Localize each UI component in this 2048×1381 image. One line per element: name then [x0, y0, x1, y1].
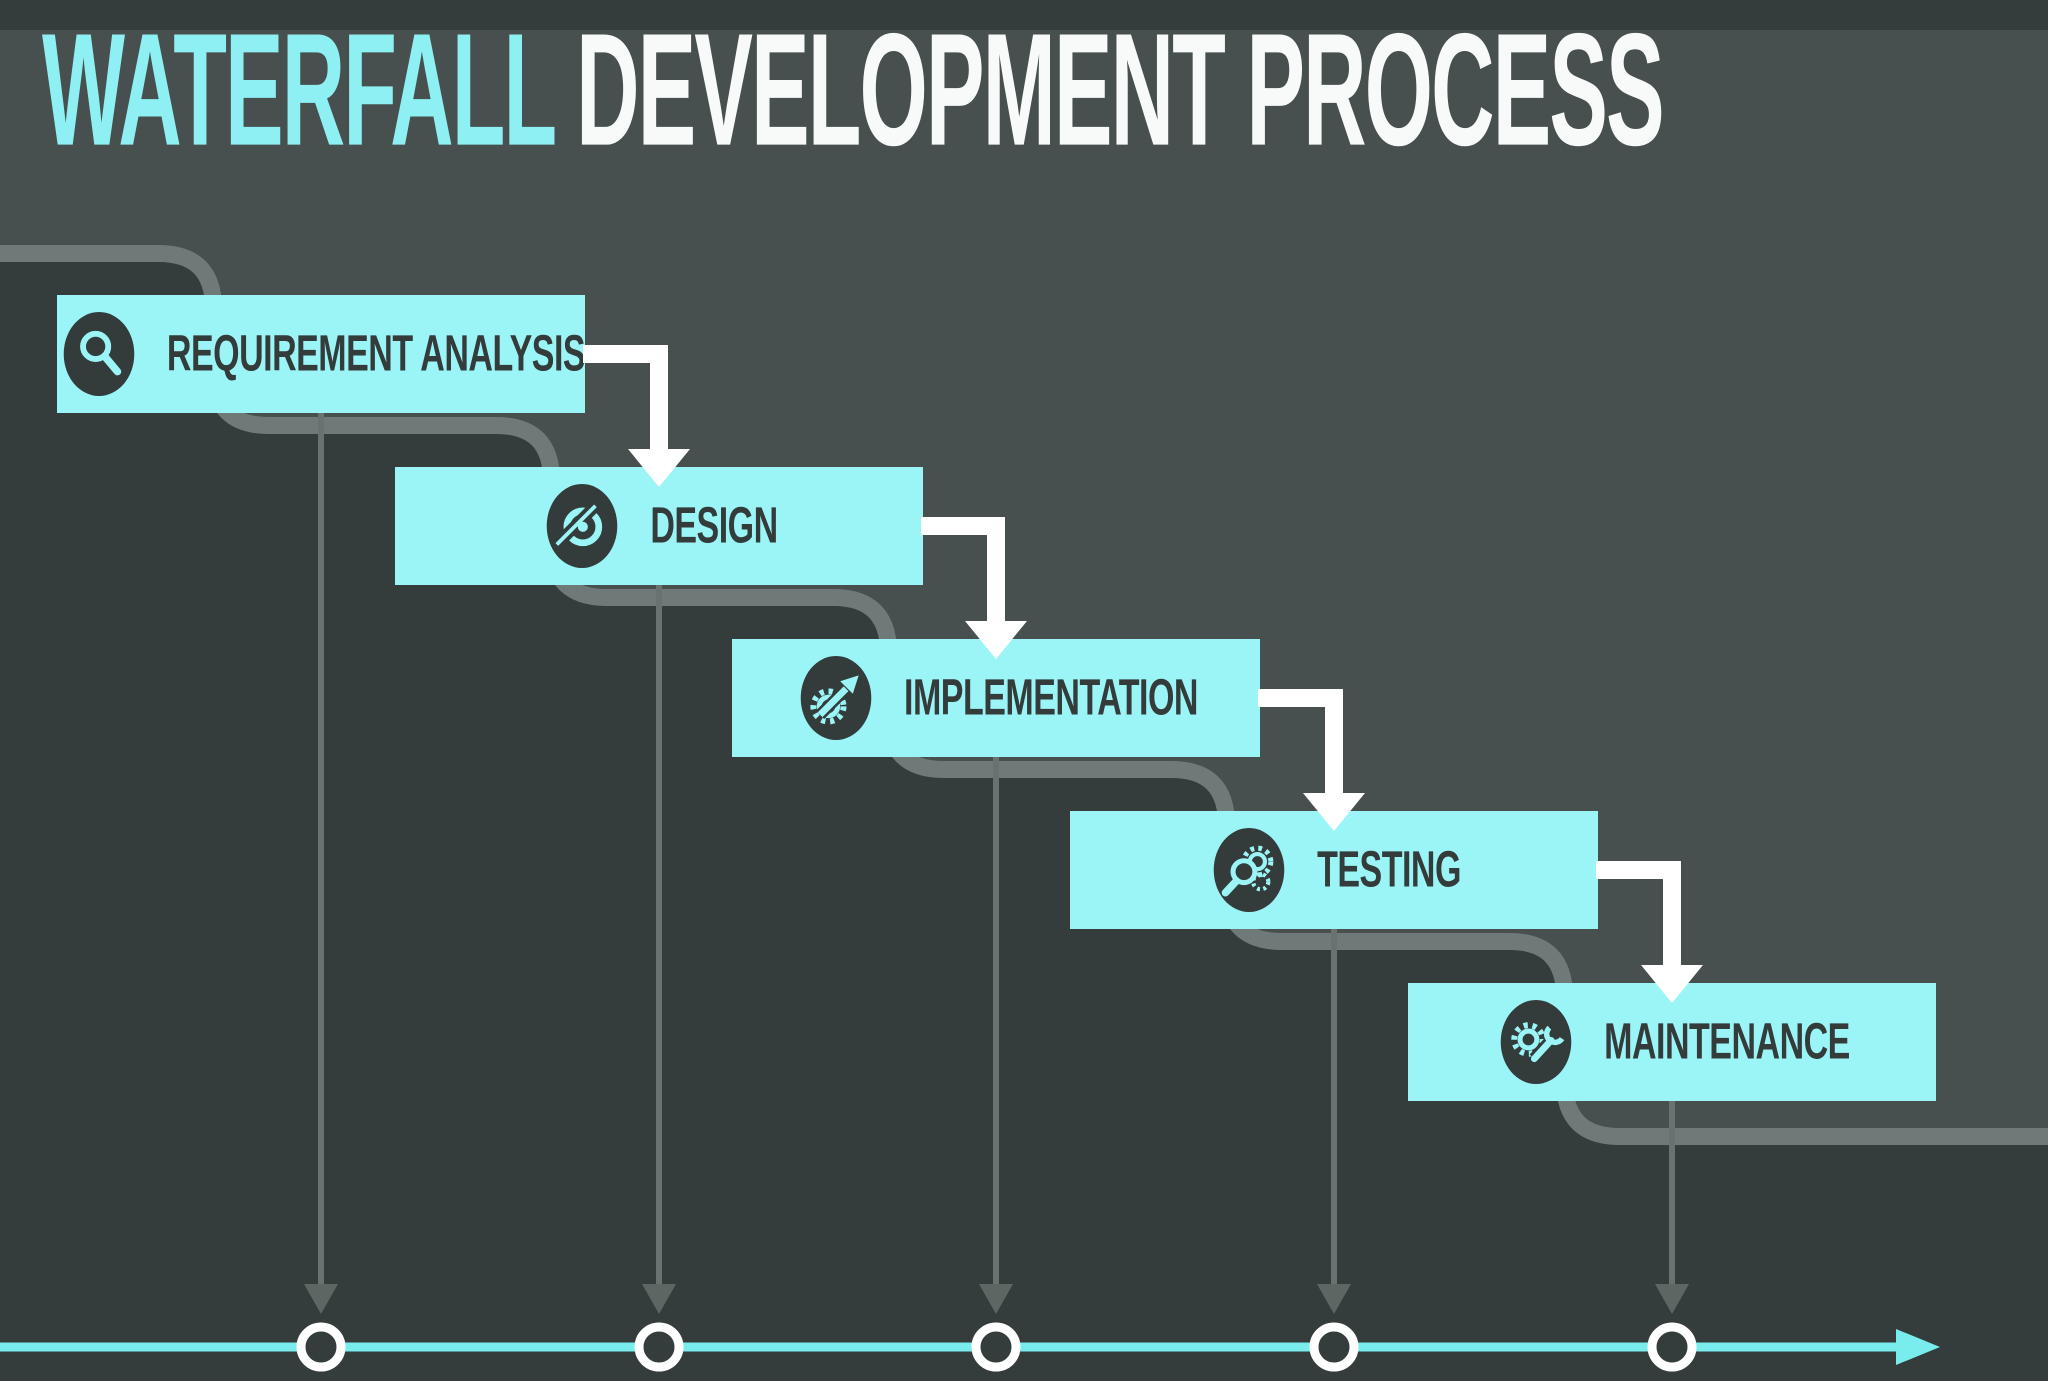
gear-magnifier-icon — [1213, 828, 1285, 912]
top-strip — [0, 0, 2048, 30]
stage-label: DESIGN — [650, 496, 778, 554]
stage-label: MAINTENANCE — [1604, 1012, 1850, 1070]
stage-box-testing: TESTING — [1070, 811, 1598, 929]
timeline-milestone-rings — [296, 1322, 1697, 1372]
stage-box-requirement-analysis: REQUIREMENT ANALYSIS — [57, 295, 586, 413]
stage-box-implementation: IMPLEMENTATION — [732, 639, 1260, 757]
magnifier-icon — [63, 312, 135, 396]
stage-label: IMPLEMENTATION — [904, 668, 1198, 726]
title-rest: DEVELOPMENT PROCESS — [576, 0, 1665, 180]
milestone-drop-lines — [318, 413, 1675, 1288]
stage-label: REQUIREMENT ANALYSIS — [166, 324, 586, 382]
timeline — [0, 1322, 1940, 1372]
stage-box-maintenance: MAINTENANCE — [1408, 983, 1936, 1101]
stage-label: TESTING — [1317, 840, 1461, 898]
page-title: WATERFALL DEVELOPMENT PROCESS — [42, 9, 1665, 170]
title-highlight: WATERFALL — [42, 0, 556, 180]
gear-arrow-icon — [800, 656, 872, 740]
stage-box-design: DESIGN — [395, 467, 923, 585]
gear-wrench-icon — [1500, 1000, 1572, 1084]
timeline-arrow-icon — [1896, 1329, 1940, 1365]
drop-line-arrowheads — [304, 1284, 1689, 1314]
design-compass-icon — [547, 484, 618, 568]
